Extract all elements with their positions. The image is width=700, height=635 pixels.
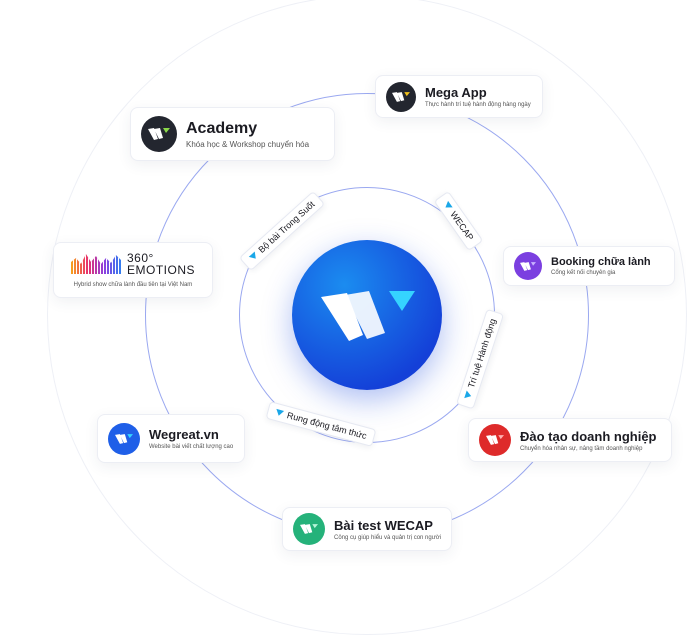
card-subtitle: Thực hành trí tuệ hành động hàng ngày (425, 102, 531, 108)
card-subtitle: Cổng kết nối chuyên gia (551, 270, 616, 276)
card-subtitle: Khóa học & Workshop chuyển hóa (186, 139, 310, 149)
academy-logo-icon (141, 116, 177, 152)
triangle-icon (443, 200, 453, 211)
mega-app-logo-icon (386, 81, 416, 112)
booking-logo-icon (514, 252, 542, 280)
card-title-line2: EMOTIONS (126, 263, 195, 277)
card-title: Academy (186, 119, 258, 137)
card-subtitle: Chuyển hóa nhân sự, nâng tầm doanh nghiệ… (520, 445, 643, 452)
card-title: Mega App (425, 85, 487, 100)
triangle-icon (248, 251, 259, 262)
wecap-logo-icon (321, 291, 415, 341)
card-title: Bài test WECAP (334, 517, 433, 533)
card-subtitle: Hybrid show chữa lành đầu tiên tại Việt … (73, 282, 193, 288)
bai-test-logo-icon (293, 513, 325, 545)
card-title: Wegreat.vn (149, 427, 219, 442)
card-title: Đào tạo doanh nghiệp (520, 428, 657, 444)
card-subtitle: Website bài viết chất lượng cao (149, 444, 234, 450)
card-title: Booking chữa lành (551, 256, 651, 268)
triangle-icon (464, 390, 473, 400)
center-logo (292, 240, 442, 390)
card-title: 360° (126, 251, 154, 265)
dao-tao-logo-icon (479, 424, 511, 456)
wegreat-logo-icon (108, 422, 140, 455)
equalizer-logo-icon (70, 254, 121, 274)
card-subtitle: Công cụ giúp hiểu và quản trị con người (334, 534, 442, 541)
triangle-icon (274, 408, 285, 417)
card-360-emotions[interactable]: 360°EMOTIONS Hybrid show chữa lành đầu t… (53, 242, 213, 298)
